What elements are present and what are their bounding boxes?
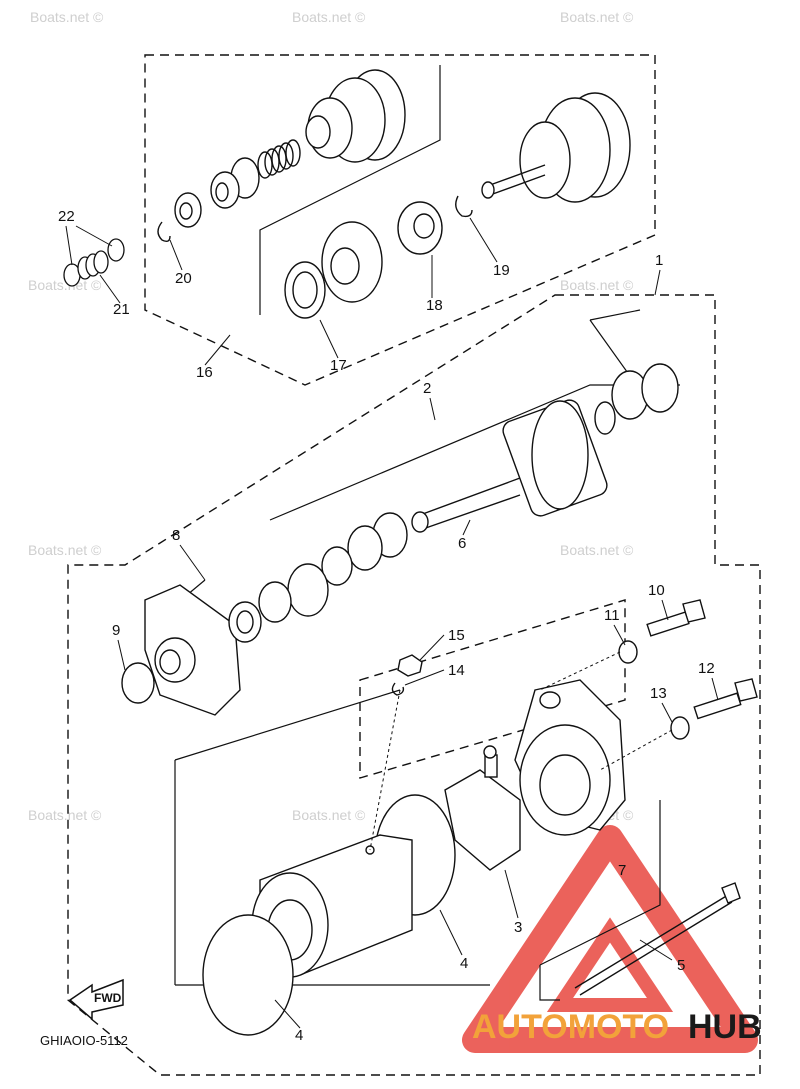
rear-cover-group [391, 654, 626, 871]
callout-7: 7 [618, 862, 626, 879]
watermark: Boats.net © [560, 542, 634, 558]
callout-21: 21 [113, 301, 130, 318]
watermark: Boats.net © [28, 542, 102, 558]
callout-3: 3 [514, 919, 522, 936]
washer-11 [618, 640, 638, 664]
watermark: Boats.net © [28, 277, 102, 293]
starter-assembly-outline [67, 294, 761, 1076]
pinion-clutch [305, 69, 406, 163]
brush-holder-3 [444, 745, 521, 871]
yoke-group [202, 794, 456, 1036]
callout-14: 14 [448, 662, 465, 679]
armature [411, 399, 616, 533]
drawing-part-code: GHIAOIO-5112 [40, 1033, 128, 1048]
callout-18: 18 [426, 297, 443, 314]
thrust-bearing-17 [284, 261, 326, 319]
stop-washer [174, 192, 202, 228]
lock-plate [287, 563, 329, 617]
brand-logo-mark [462, 825, 758, 1053]
callout-10: 10 [648, 582, 665, 599]
callout-6: 6 [458, 535, 466, 552]
needle-bearing [228, 601, 262, 643]
callout-15: 15 [448, 627, 465, 644]
brand-wordmark-part1: AUTOMOTO [472, 1008, 669, 1046]
brand-wordmark: AUTOMOTO HUB [472, 1008, 762, 1046]
o-ring-9 [121, 662, 155, 704]
fwd-arrow-icon: FWD [68, 978, 124, 1021]
callout-5: 5 [677, 957, 685, 974]
washer [347, 525, 383, 571]
spring-set-21-22 [63, 238, 125, 287]
dashed-leaders [369, 651, 673, 851]
callout-4: 4 [295, 1027, 303, 1044]
assembly-outlines [67, 54, 761, 1076]
watermark: Boats.net © [292, 807, 366, 823]
washer [641, 363, 679, 413]
watermarks: Boats.net © Boats.net © Boats.net © Boat… [28, 9, 634, 823]
callout-19: 19 [493, 262, 510, 279]
watermark: Boats.net © [292, 9, 366, 25]
rear-cover [514, 679, 626, 836]
washer [258, 581, 292, 623]
planetary-ring-gear [481, 92, 631, 203]
pinion-sleeve [210, 157, 260, 209]
front-cover [144, 584, 241, 716]
watermark: Boats.net © [30, 9, 104, 25]
nut-and-washer [391, 654, 423, 696]
watermark: Boats.net © [28, 807, 102, 823]
front-cover-group [121, 581, 292, 716]
callout-12: 12 [698, 660, 715, 677]
callout-22: 22 [58, 208, 75, 225]
bracket-subgroup-outline [359, 599, 626, 779]
bolt-10 [646, 599, 706, 637]
circlip-20 [157, 221, 171, 243]
callout-11: 11 [604, 607, 620, 624]
fasteners [574, 599, 758, 996]
clutch-assembly-outline [144, 54, 656, 386]
brand-wordmark-part2: HUB [688, 1008, 762, 1046]
washer [321, 546, 353, 586]
callout-4: 4 [460, 955, 468, 972]
bolt-12 [693, 678, 758, 720]
callout-labels: 1 2 3 4 4 5 6 7 8 9 10 11 12 13 14 15 16… [58, 208, 715, 1044]
watermark: Boats.net © [560, 277, 634, 293]
through-bolt-5 [574, 882, 741, 996]
clutch-spring [257, 139, 301, 179]
callout-17: 17 [330, 357, 347, 374]
callout-16: 16 [196, 364, 213, 381]
callout-20: 20 [175, 270, 192, 287]
pinion-clutch-parts [157, 69, 631, 319]
fwd-label: FWD [94, 991, 122, 1005]
callout-8: 8 [172, 527, 180, 544]
watermark: Boats.net © [560, 9, 634, 25]
gear-housing [321, 221, 383, 303]
callout-leaders [65, 217, 719, 1029]
washer-13 [670, 716, 690, 740]
armature-group [287, 363, 679, 617]
o-ring-4 [202, 914, 294, 1036]
yoke-housing [251, 834, 413, 978]
clip-19 [455, 195, 473, 218]
clutch-plate-18 [397, 201, 443, 255]
callout-13: 13 [650, 685, 667, 702]
callout-9: 9 [112, 622, 120, 639]
callout-2: 2 [423, 380, 431, 397]
callout-1: 1 [655, 252, 663, 269]
